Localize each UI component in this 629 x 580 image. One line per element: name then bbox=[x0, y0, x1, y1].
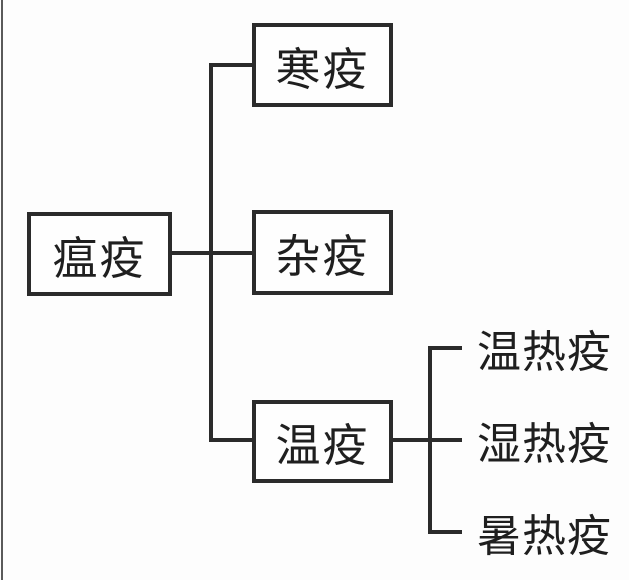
leaf-text: 温热疫 bbox=[477, 327, 612, 378]
connector-leaf-tick-top bbox=[430, 346, 462, 350]
node-child-label: 温疫 bbox=[275, 419, 370, 472]
node-child-zayi: 杂疫 bbox=[252, 210, 393, 295]
leaf-label-wenre: 温热疫 bbox=[477, 325, 612, 378]
node-child-hanyi: 寒疫 bbox=[252, 23, 393, 107]
connector-bottom-branch bbox=[211, 438, 254, 442]
connector-right-vertical bbox=[428, 346, 432, 534]
leaf-text: 湿热疫 bbox=[477, 419, 612, 470]
node-child-label: 杂疫 bbox=[275, 230, 370, 283]
node-root-label: 瘟疫 bbox=[52, 231, 147, 285]
node-root-wenyi: 瘟疫 bbox=[27, 212, 172, 296]
leaf-label-shure: 暑热疫 bbox=[477, 509, 612, 562]
connector-trunk-vertical bbox=[209, 63, 213, 442]
node-child-label: 寒疫 bbox=[275, 42, 370, 96]
node-child-wenyi-warm: 温疫 bbox=[252, 400, 393, 483]
leaf-label-shire: 湿热疫 bbox=[477, 417, 612, 470]
leaf-text: 暑热疫 bbox=[477, 511, 612, 562]
page-scan-edge-line bbox=[1, 0, 3, 580]
connector-wen-horizontal bbox=[393, 438, 462, 442]
connector-leaf-tick-bottom bbox=[430, 530, 462, 534]
connector-top-branch bbox=[211, 63, 254, 67]
